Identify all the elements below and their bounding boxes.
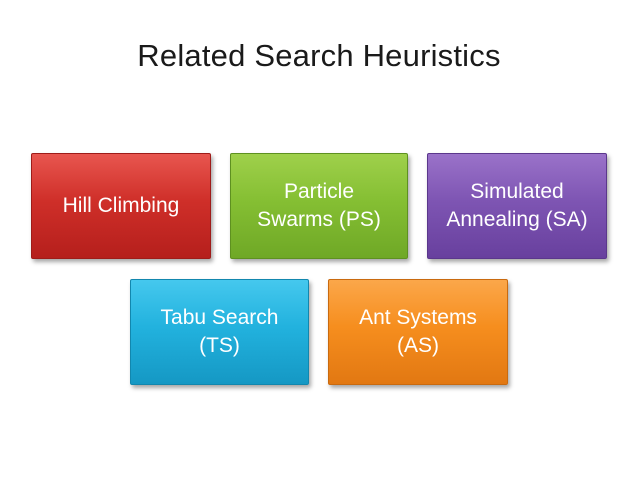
- ant-systems-box: Ant Systems (AS): [328, 279, 508, 385]
- hill-climbing-box: Hill Climbing: [31, 153, 211, 259]
- ant-systems-label: Ant Systems (AS): [359, 306, 477, 357]
- particle-swarms-box: Particle Swarms (PS): [230, 153, 408, 259]
- simulated-annealing-box: Simulated Annealing (SA): [427, 153, 607, 259]
- hill-climbing-label: Hill Climbing: [62, 194, 180, 217]
- particle-swarms-label: Particle Swarms (PS): [257, 180, 381, 231]
- tabu-search-box: Tabu Search (TS): [130, 279, 309, 385]
- simulated-annealing-label: Simulated Annealing (SA): [446, 180, 588, 231]
- tabu-search-label: Tabu Search (TS): [160, 306, 279, 357]
- slide-title: Related Search Heuristics: [137, 38, 501, 73]
